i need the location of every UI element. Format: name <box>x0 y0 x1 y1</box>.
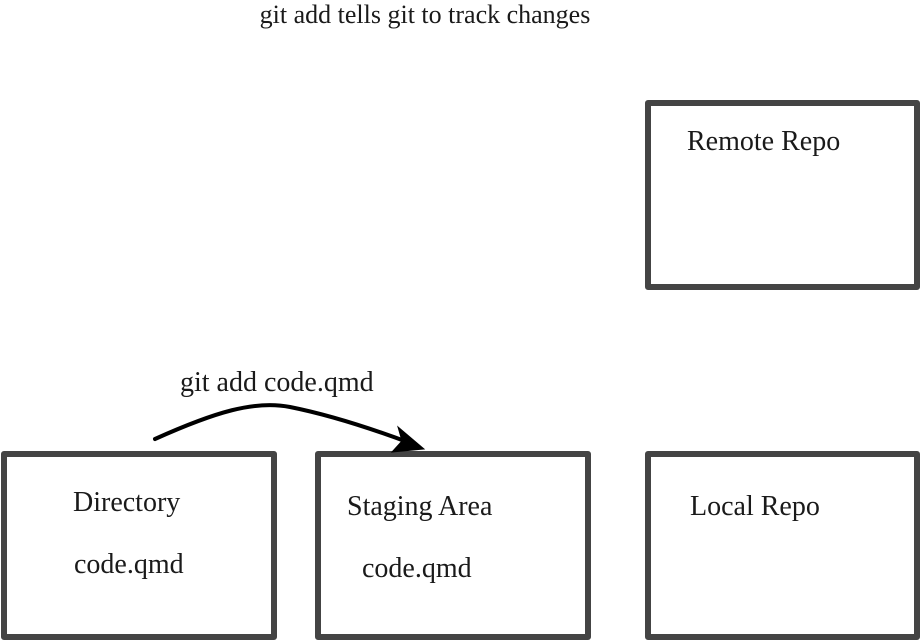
directory-label: Directory <box>73 487 181 518</box>
remote-repo-box: Remote Repo <box>645 100 920 290</box>
directory-file: code.qmd <box>74 549 184 580</box>
local-repo-label: Local Repo <box>690 491 820 522</box>
staging-area-label: Staging Area <box>347 491 493 522</box>
local-repo-box: Local Repo <box>645 451 920 640</box>
staging-area-box: Staging Area code.qmd <box>315 451 591 640</box>
git-add-arrow-curve <box>153 403 412 445</box>
directory-box: Directory code.qmd <box>1 451 277 640</box>
git-add-arrowhead <box>390 425 426 453</box>
remote-repo-label: Remote Repo <box>687 126 841 157</box>
staging-area-file: code.qmd <box>362 553 472 584</box>
git-add-arrow-label: git add code.qmd <box>180 367 374 398</box>
diagram-title: git add tells git to track changes <box>259 0 591 29</box>
